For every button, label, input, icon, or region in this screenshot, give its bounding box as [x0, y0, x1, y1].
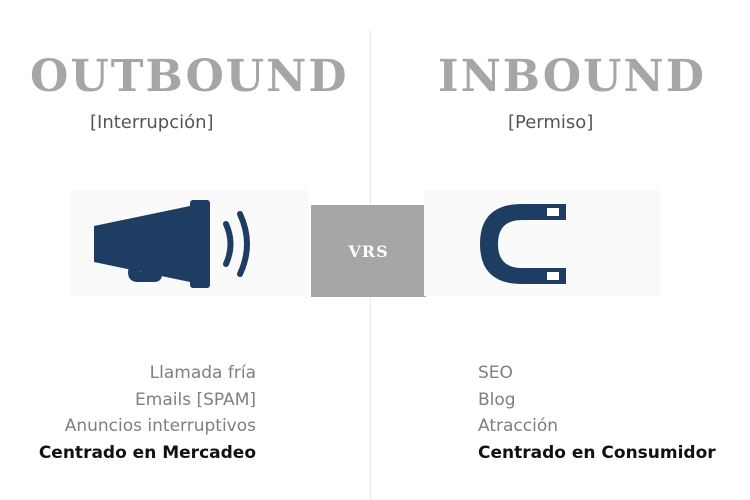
list-item: Emails [SPAM] — [135, 389, 256, 410]
inbound-list: SEO Blog Atracción Centrado en Consumido… — [478, 360, 738, 466]
versus-label: VRS — [348, 241, 389, 261]
outbound-list: Llamada fría Emails [SPAM] Anuncios inte… — [30, 360, 256, 466]
versus-badge: VRS — [311, 205, 426, 297]
outbound-title: OUTBOUND — [30, 51, 349, 102]
list-item: Blog — [478, 389, 516, 410]
list-item: Anuncios interruptivos — [64, 416, 256, 436]
outbound-subtitle: [Interrupción] — [90, 112, 214, 133]
outbound-emphasis: Centrado en Mercadeo — [38, 442, 256, 463]
inbound-title: INBOUND — [438, 51, 706, 102]
list-item: Llamada fría — [149, 363, 256, 383]
inbound-subtitle: [Permiso] — [508, 112, 594, 133]
list-item: SEO — [478, 363, 513, 383]
inbound-emphasis: Centrado en Consumidor — [478, 442, 716, 463]
outbound-icon-panel — [70, 190, 308, 296]
inbound-icon-panel — [424, 190, 660, 296]
megaphone-icon — [94, 200, 250, 288]
magnet-icon — [480, 204, 566, 284]
list-item: Atracción — [478, 416, 558, 436]
